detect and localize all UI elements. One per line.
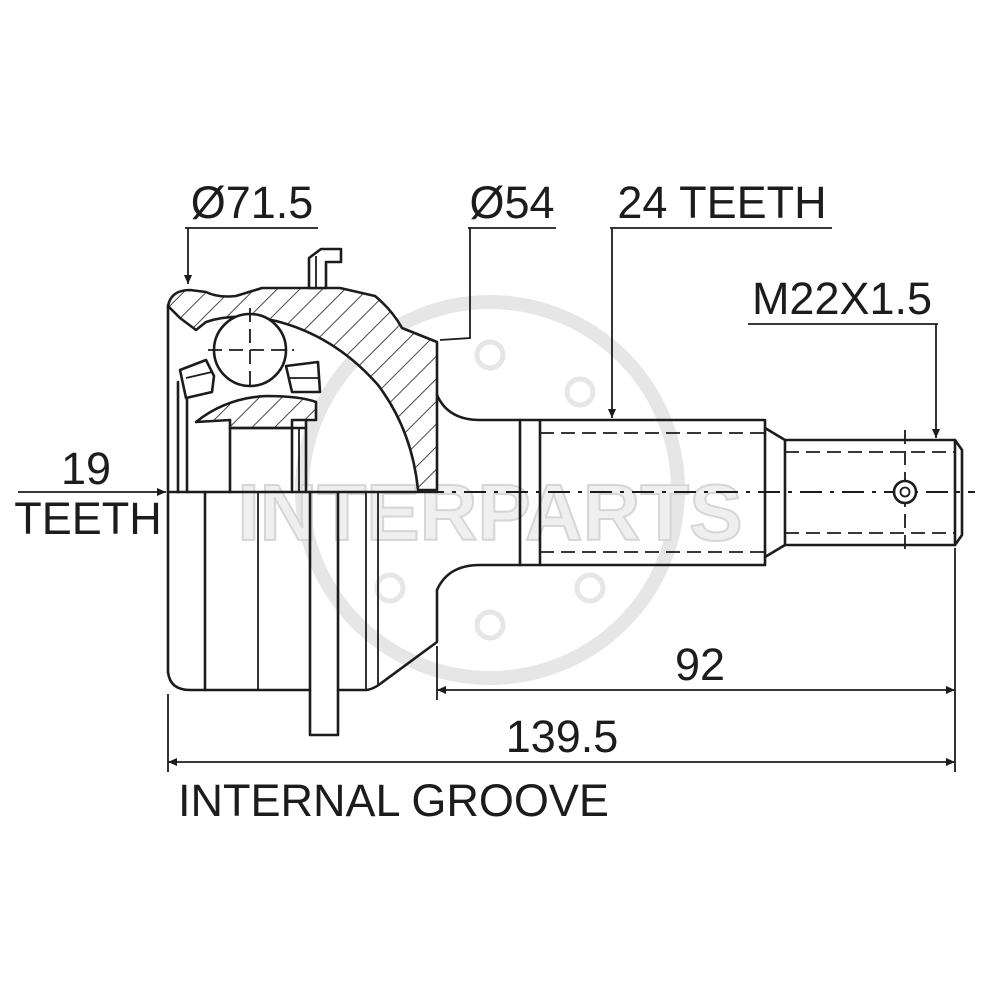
clamp-tab-top (307, 247, 343, 290)
cotter-hole (892, 479, 918, 505)
dimension-outer-diameter: Ø71.5 (183, 177, 318, 284)
label-total-length: 139.5 (506, 711, 619, 762)
dimension-shaft-teeth: 24 TEETH (607, 177, 832, 418)
label-inner-teeth-word: TEETH (14, 493, 162, 544)
neck-upper (435, 393, 542, 422)
watermark-ball-4 (574, 572, 606, 604)
dimension-total-length: 139.5 (167, 694, 955, 772)
cage-right (284, 360, 322, 394)
label-thread: M22X1.5 (752, 273, 932, 324)
cage-left (178, 358, 216, 400)
dimension-neck-diameter: Ø54 (439, 177, 556, 341)
note-internal-groove: INTERNAL GROOVE (178, 775, 609, 826)
watermark: INTERPARTS (236, 295, 744, 685)
splined-section (538, 418, 767, 567)
inner-race-hatched (194, 394, 318, 430)
watermark-ring (295, 295, 685, 685)
housing-lower-outline (166, 588, 439, 737)
shaft-taper (763, 426, 787, 559)
dimension-inner-teeth: 19 TEETH (14, 443, 166, 544)
label-neck-diameter: Ø54 (469, 177, 554, 228)
stub-shaft (435, 393, 964, 592)
label-shaft-length: 92 (675, 639, 725, 690)
label-shaft-teeth: 24 TEETH (617, 177, 826, 228)
housing-section (166, 247, 439, 494)
watermark-ball-5 (474, 609, 506, 641)
dimension-thread: M22X1.5 (748, 273, 941, 438)
watermark-text: INTERPARTS (237, 468, 742, 557)
leader-neck-diameter-v (439, 228, 471, 341)
label-inner-teeth-count: 19 (61, 443, 111, 494)
watermark-ball-6 (474, 339, 506, 371)
watermark-ball-3 (374, 572, 406, 604)
housing-exterior (166, 304, 439, 737)
housing-wall-hatched (166, 286, 439, 492)
watermark-ball-2 (564, 376, 596, 408)
neck-lower (435, 563, 542, 592)
cotter-hole-inner (899, 486, 911, 498)
label-outer-diameter: Ø71.5 (191, 177, 314, 228)
cage-left-line (185, 371, 213, 379)
dimension-shaft-length: 92 (436, 548, 956, 772)
